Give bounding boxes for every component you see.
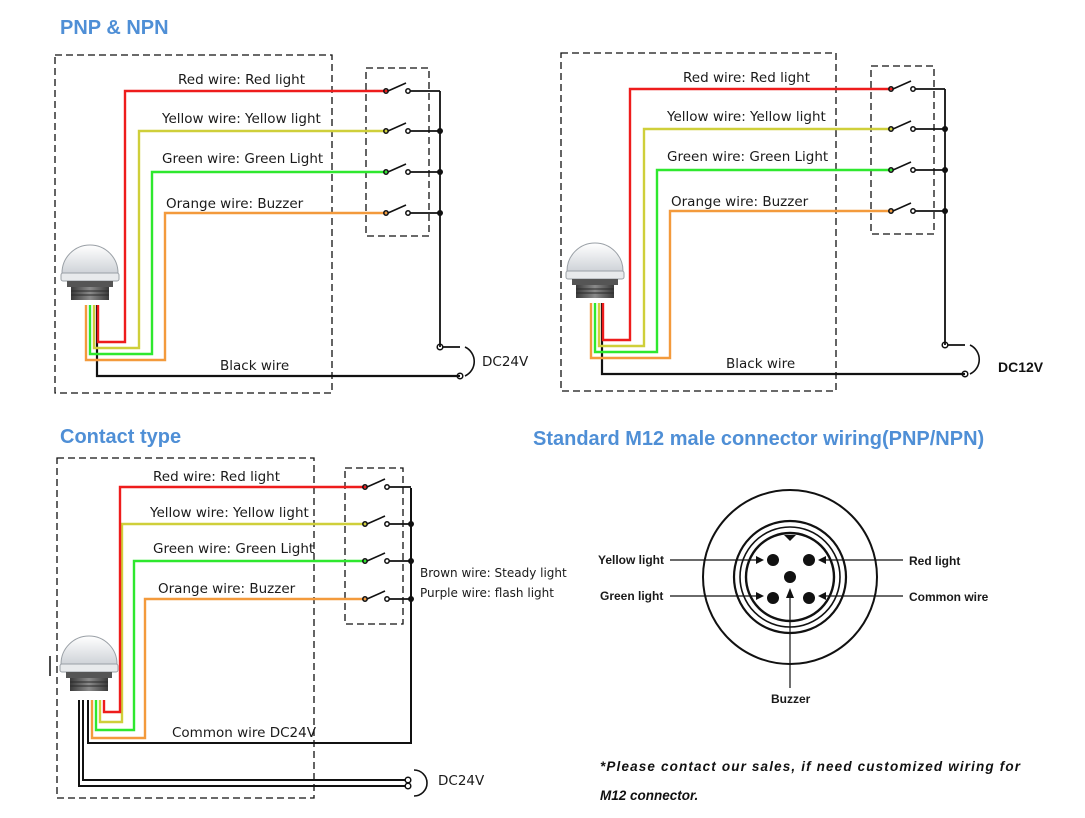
customization-note-line1: *Please contact our sales, if need custo…	[600, 759, 1021, 774]
yellow-wire-label: Yellow wire: Yellow light	[149, 505, 309, 521]
pin-center	[784, 571, 796, 583]
switch-box	[870, 65, 935, 235]
brown-wire-label: Brown wire: Steady light	[420, 566, 567, 580]
yellow-wire	[92, 129, 388, 350]
black-wire-label: Black wire	[220, 358, 289, 374]
red-wire	[102, 485, 367, 714]
tower-light	[565, 242, 625, 299]
pin-green	[767, 592, 779, 604]
red-wire	[601, 87, 893, 342]
common-wire	[87, 488, 412, 744]
switch-box	[365, 67, 430, 237]
device-boundary	[560, 52, 837, 392]
green-wire	[94, 559, 367, 732]
yellow-wire-label: Yellow wire: Yellow light	[161, 111, 321, 127]
pnp-npn-left-diagram: Red wire: Red light Yellow wire: Yellow …	[54, 54, 529, 394]
switch-box	[344, 467, 404, 625]
red-wire-label: Red wire: Red light	[178, 72, 305, 88]
contact-type-title: Contact type	[60, 426, 181, 448]
orange-wire-label: Orange wire: Buzzer	[166, 196, 304, 212]
m12-connector-diagram: Yellow light Red light Green light Commo…	[598, 489, 989, 706]
tower-light	[60, 244, 120, 301]
contact-type-diagram: Red wire: Red light Yellow wire: Yellow …	[49, 457, 567, 799]
orange-wire	[84, 211, 388, 362]
voltage-label: DC24V	[482, 354, 529, 370]
pin-label-red: Red light	[909, 554, 960, 568]
red-wire	[96, 89, 388, 344]
pin-yellow	[767, 554, 779, 566]
pin-label-buzzer: Buzzer	[771, 692, 811, 706]
voltage-label: DC24V	[438, 773, 485, 789]
orange-wire-label: Orange wire: Buzzer	[671, 194, 809, 210]
green-wire-label: Green wire: Green Light	[162, 151, 323, 167]
pin-label-green: Green light	[600, 589, 663, 603]
green-wire	[593, 168, 893, 354]
orange-wire-label: Orange wire: Buzzer	[158, 581, 296, 597]
pnp-npn-title: PNP & NPN	[60, 17, 169, 39]
green-wire-label: Green wire: Green Light	[667, 149, 828, 165]
yellow-wire	[98, 522, 367, 724]
pin-common	[803, 592, 815, 604]
red-wire-label: Red wire: Red light	[153, 469, 280, 485]
common-wire-label: Common wire DC24V	[172, 725, 317, 741]
device-boundary	[56, 457, 315, 799]
key-notch	[784, 535, 796, 541]
tower-light	[59, 635, 119, 692]
green-wire	[88, 170, 388, 356]
power-wire-2	[78, 700, 405, 787]
red-wire-label: Red wire: Red light	[683, 70, 810, 86]
black-wire-label: Black wire	[726, 356, 795, 372]
device-boundary	[54, 54, 333, 394]
yellow-wire	[597, 127, 893, 348]
power-wire-1	[82, 700, 405, 781]
green-wire-label: Green wire: Green Light	[153, 541, 314, 557]
m12-title: Standard M12 male connector wiring(PNP/N…	[533, 428, 984, 450]
pnp-npn-right-diagram: Red wire: Red light Yellow wire: Yellow …	[560, 52, 1044, 392]
purple-wire-label: Purple wire: flash light	[420, 586, 554, 600]
voltage-label: DC12V	[998, 359, 1044, 375]
orange-wire	[90, 597, 367, 740]
yellow-wire-label: Yellow wire: Yellow light	[666, 109, 826, 125]
pin-label-common: Common wire	[909, 590, 989, 604]
pin-label-yellow: Yellow light	[598, 553, 664, 567]
customization-note-line2: M12 connector.	[600, 788, 698, 803]
orange-wire	[589, 209, 893, 360]
pin-red	[803, 554, 815, 566]
